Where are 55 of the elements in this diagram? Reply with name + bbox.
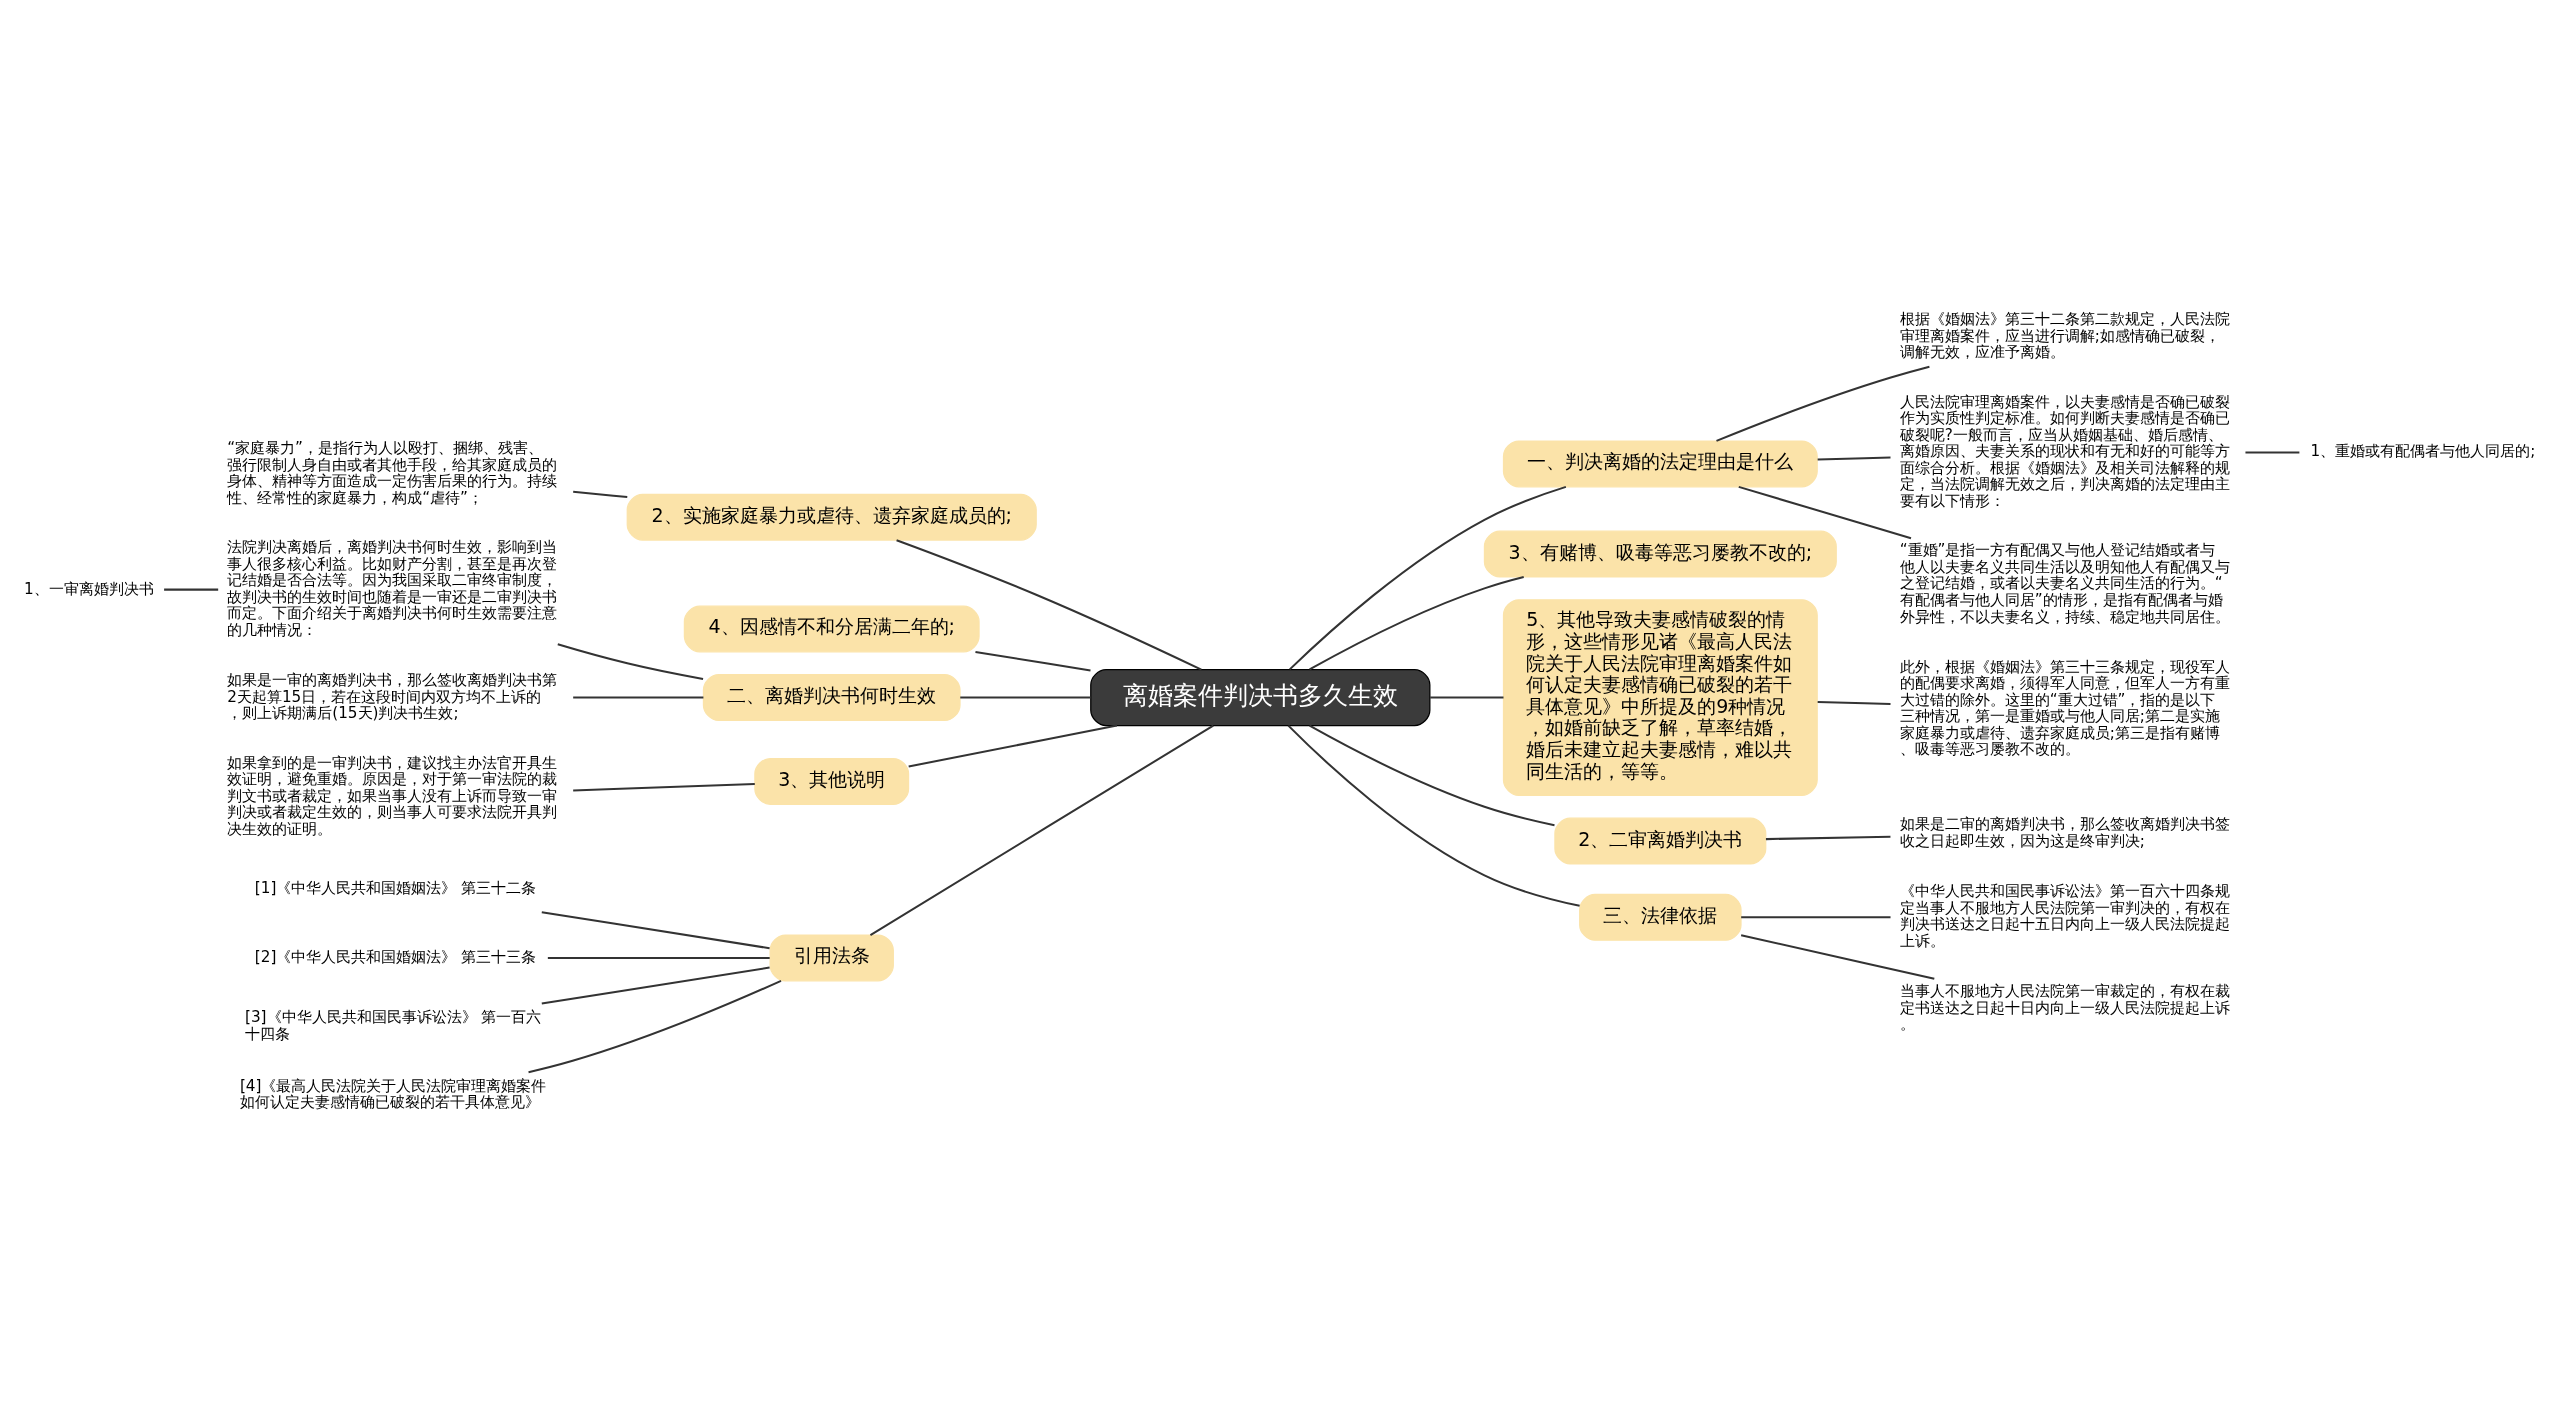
- node-box: 离婚案件判决书多久生效: [1090, 669, 1431, 727]
- connector: [1287, 724, 1580, 907]
- node-text: 根据《婚姻法》第三十二条第二款规定，人民法院审理离婚案件，应当进行调解;如感情确已破裂，调解无效，应准予离婚。: [1899, 310, 2230, 362]
- connector: [1430, 696, 1504, 699]
- connector: [1716, 365, 1930, 442]
- connector: [541, 911, 770, 950]
- node-text: 如果拿到的是一审判决书，建议找主办法官开具生效证明，避免重婚。原因是，对于第一审法院的裁判文书或者裁定，如果当事人没有上诉而导致一审判决或者裁定生效的，则当事人可要求法院开具判决生效的证明。: [227, 753, 558, 838]
- connector: [1309, 724, 1555, 827]
- node-text: 此外，根据《婚姻法》第三十三条规定，现役军人的配偶要求离婚，须得军人同意，但军人一方有重大过错的除外。这里的“重大过错”，指的是以下三种情况，第一是重婚或与他人同居;第二是实施家庭暴力或虐待、遗弃家庭成员;第三是指有赌博、吸毒等恶习屡教不改的。: [1899, 657, 2230, 759]
- node-text: 人民法院审理离婚案件，以夫妻感情是否确已破裂作为实质性判定标准。如何判断夫妻感情是否确已破裂呢?一般而言，应当从婚姻基础、婚后感情、离婚原因、夫妻关系的现状和有无和好的可能等方面综合分析。根据《婚姻法》及相关司法解释的规定，当法院调解无效之后，判决离婚的法定理由主要有以下情形：: [1899, 392, 2230, 510]
- node-box: 2、实施家庭暴力或虐待、遗弃家庭成员的;: [626, 493, 1037, 541]
- connector: [1765, 835, 1891, 841]
- connector: [908, 724, 1118, 768]
- connector: [1289, 485, 1567, 671]
- connector: [573, 696, 704, 699]
- connector: [573, 490, 628, 499]
- node-box: 引用法条: [769, 934, 894, 982]
- connector: [557, 643, 704, 680]
- connector: [1741, 916, 1891, 919]
- node-text: 1、重婚或有配偶者与他人同居的;: [2310, 442, 2536, 461]
- connector: [547, 956, 770, 959]
- node-box: 5、其他导致夫妻感情破裂的情形，这些情形见诸《最高人民法院关于人民法院审理离婚案件如何认定夫妻感情确已破裂的若干具体意见》中所提及的9种情况，如婚前缺乏了解，草率结婚，婚后未建立起夫妻感情，难以共同生活的，等等。: [1502, 599, 1818, 796]
- node-text: 法院判决离婚后，离婚判决书何时生效，影响到当事人很多核心利益。比如财产分割，甚至是再次登记结婚是否合法等。因为我国采取二审终审制度，故判决书的生效时间也随着是一审还是二审判决书而定。下面介绍关于离婚判决书何时生效需要注意的几种情况：: [227, 538, 558, 639]
- node-box: 3、其他说明: [754, 757, 910, 805]
- node-text: 当事人不服地方人民法院第一审裁定的，有权在裁定书送达之日起十日内向上一级人民法院提起上诉。: [1899, 982, 2230, 1034]
- node-text: [1]《中华人民共和国婚姻法》 第三十二条: [254, 879, 537, 898]
- node-text: 1、一审离婚判决书: [23, 579, 154, 598]
- connector: [2245, 451, 2300, 454]
- node-text: [2]《中华人民共和国婚姻法》 第三十三条: [254, 947, 537, 966]
- node-text: 如果是二审的离婚判决书，那么签收离婚判决书签收之日起即生效，因为这是终审判决;: [1899, 815, 2230, 850]
- node-box: 2、二审离婚判决书: [1554, 817, 1767, 865]
- connector: [541, 966, 770, 1005]
- node-box: 4、因感情不和分居满二年的;: [683, 605, 980, 653]
- connector: [1817, 456, 1891, 461]
- connector: [573, 783, 755, 792]
- connector: [1309, 576, 1524, 671]
- node-text: [4]《最高人民法院关于人民法院审理离婚案件如何认定夫妻感情确已破裂的若干具体意见》: [239, 1076, 547, 1112]
- connector: [164, 588, 219, 591]
- node-text: 《中华人民共和国民事诉讼法》第一百六十四条规定当事人不服地方人民法院第一审判决的，有权在判决书送达之日起十五日内向上一级人民法院提起上诉。: [1899, 882, 2230, 950]
- node-text: 如果是一审的离婚判决书，那么签收离婚判决书第2天起算15日，若在这段时间内双方均不上诉的，则上诉期满后(15天)判决书生效;: [227, 671, 558, 723]
- node-box: 3、有赌博、吸毒等恶习屡教不改的;: [1483, 530, 1837, 578]
- connector: [1817, 700, 1891, 706]
- connector: [528, 979, 782, 1074]
- connector: [975, 650, 1091, 672]
- node-box: 二、离婚判决书何时生效: [702, 674, 961, 722]
- node-box: 三、法律依据: [1579, 893, 1742, 941]
- connector: [869, 724, 1214, 936]
- connector: [896, 539, 1202, 671]
- node-text: “重婚”是指一方有配偶又与他人登记结婚或者与他人以夫妻名义共同生活以及明知他人有配偶又与之登记结婚，或者以夫妻名义共同生活的行为。“有配偶者与他人同居”的情形，是指有配偶者与婚外异性，不以夫妻名义，持续、稳定地共同居住。: [1899, 541, 2230, 626]
- node-box: 一、判决离婚的法定理由是什么: [1502, 440, 1818, 488]
- node-text: “家庭暴力”，是指行为人以殴打、捆绑、残害、强行限制人身自由或者其他手段，给其家庭成员的身体、精神等方面造成一定伤害后果的行为。持续性、经常性的家庭暴力，构成“虐待”；: [227, 439, 558, 507]
- connector: [1740, 934, 1935, 980]
- connector: [960, 696, 1091, 699]
- node-text: [3]《中华人民共和国民事诉讼法》 第一百六十四条: [245, 1008, 542, 1043]
- connector: [1738, 485, 1912, 540]
